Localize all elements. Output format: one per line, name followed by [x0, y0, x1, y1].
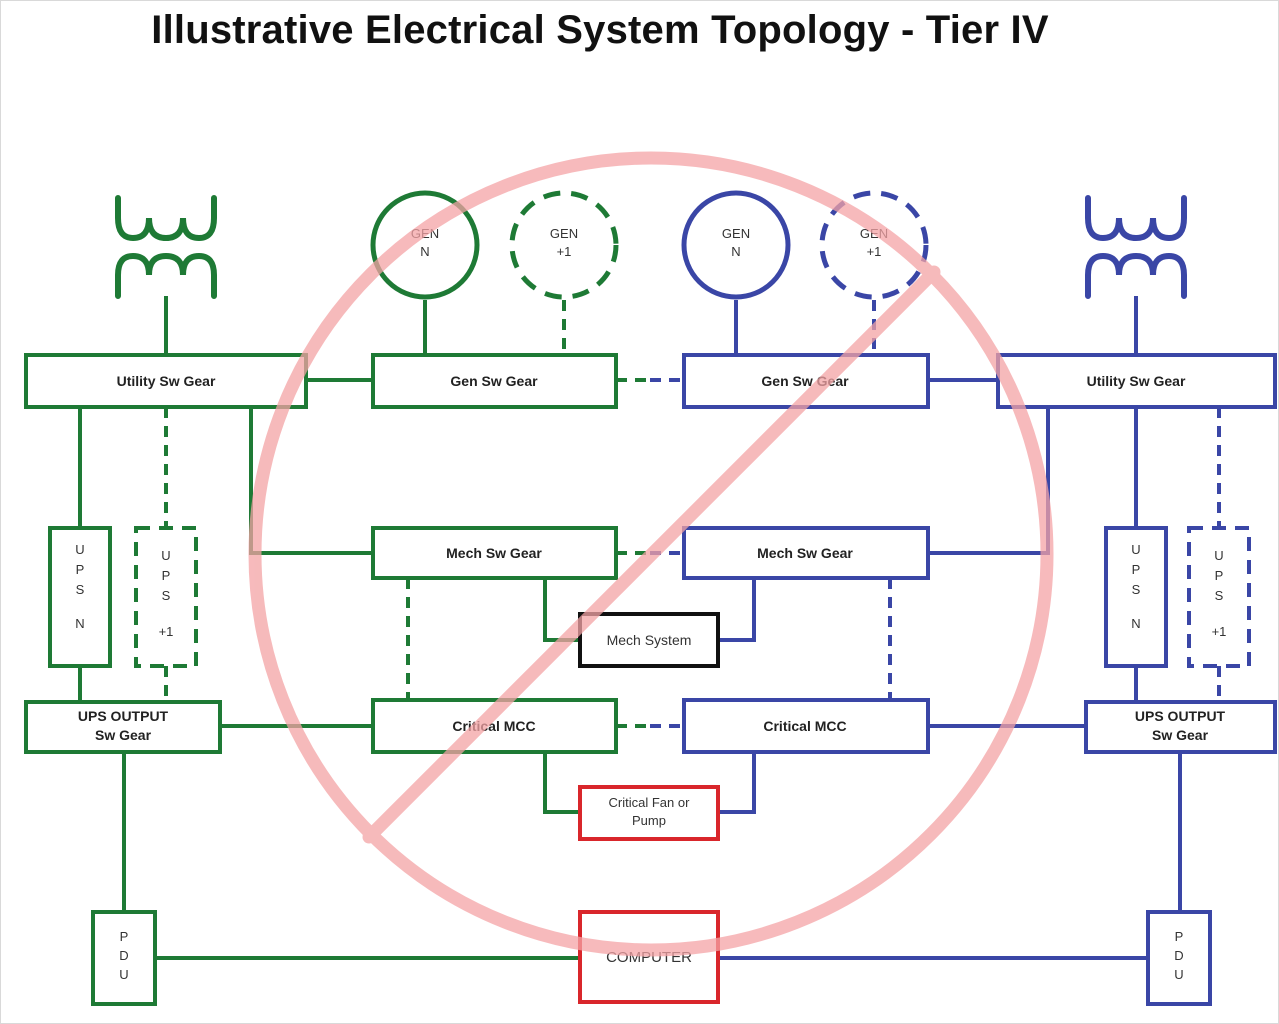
- generator-b-n: GEN N: [681, 190, 791, 300]
- critical-fan-or-pump: Critical Fan or Pump: [578, 785, 720, 841]
- side-b-wires: [718, 296, 1182, 960]
- ups-b-n: U P S N: [1104, 526, 1168, 668]
- side-a-wires: [78, 296, 580, 960]
- gen-switchgear-a: Gen Sw Gear: [371, 353, 618, 409]
- pdu-letter: D: [1174, 948, 1183, 963]
- diagram-title: Illustrative Electrical System Topology …: [151, 8, 1049, 52]
- ups-letter: U: [1131, 542, 1140, 557]
- generator-capacity: N: [420, 244, 429, 259]
- utility-switchgear-a: Utility Sw Gear: [24, 353, 308, 409]
- node-label: Pump: [632, 813, 666, 828]
- node-label: Gen Sw Gear: [450, 373, 538, 389]
- node-label: Mech Sw Gear: [446, 545, 542, 561]
- generator-label: GEN: [722, 226, 750, 241]
- node-label: UPS OUTPUT: [1135, 708, 1226, 724]
- node-label: Mech System: [607, 632, 692, 648]
- ups-letter: U: [161, 548, 170, 563]
- generator-capacity: +1: [867, 244, 882, 259]
- utility-switchgear-b: Utility Sw Gear: [996, 353, 1277, 409]
- ups-letter: S: [1215, 588, 1224, 603]
- node-label: Critical MCC: [763, 718, 846, 734]
- ups-b-plus1: U P S +1: [1187, 526, 1251, 668]
- pdu-a: P D U: [91, 910, 157, 1006]
- computer: COMPUTER: [578, 910, 720, 1004]
- ups-letter: S: [162, 588, 171, 603]
- pdu-letter: U: [119, 967, 128, 982]
- node-label: Utility Sw Gear: [117, 373, 216, 389]
- ups-letter: P: [1132, 562, 1141, 577]
- critical-mcc-b: Critical MCC: [682, 698, 930, 754]
- ups-output-switchgear-b: UPS OUTPUT Sw Gear: [1084, 700, 1277, 754]
- ups-letter: S: [76, 582, 85, 597]
- pdu-letter: P: [1175, 929, 1184, 944]
- ups-letter: P: [1215, 568, 1224, 583]
- ups-capacity: +1: [159, 624, 174, 639]
- node-label: Mech Sw Gear: [757, 545, 853, 561]
- pdu-letter: P: [120, 929, 129, 944]
- pdu-b: P D U: [1146, 910, 1212, 1006]
- ups-letter: U: [75, 542, 84, 557]
- node-label: Sw Gear: [95, 727, 152, 743]
- generator-capacity: +1: [557, 244, 572, 259]
- generator-capacity: N: [731, 244, 740, 259]
- ups-a-n: U P S N: [48, 526, 112, 668]
- ups-a-plus1: U P S +1: [134, 526, 198, 668]
- mech-switchgear-b: Mech Sw Gear: [682, 526, 930, 580]
- pdu-letter: D: [119, 948, 128, 963]
- mech-system: Mech System: [578, 612, 720, 668]
- transformer-icon: [115, 195, 217, 299]
- ups-letter: P: [162, 568, 171, 583]
- generator-a-plus1: GEN +1: [509, 190, 619, 300]
- ups-capacity: N: [75, 616, 84, 631]
- node-label: Sw Gear: [1152, 727, 1209, 743]
- transformer-icon: [1085, 195, 1187, 299]
- ups-letter: S: [1132, 582, 1141, 597]
- mech-switchgear-a: Mech Sw Gear: [371, 526, 618, 580]
- ups-capacity: N: [1131, 616, 1140, 631]
- node-label: Utility Sw Gear: [1087, 373, 1186, 389]
- node-label: Critical Fan or: [609, 795, 691, 810]
- node-label: UPS OUTPUT: [78, 708, 169, 724]
- pdu-letter: U: [1174, 967, 1183, 982]
- ups-letter: P: [76, 562, 85, 577]
- prohibition-icon: [248, 151, 1054, 957]
- ups-capacity: +1: [1212, 624, 1227, 639]
- generator-label: GEN: [550, 226, 578, 241]
- ups-output-switchgear-a: UPS OUTPUT Sw Gear: [24, 700, 222, 754]
- ups-letter: U: [1214, 548, 1223, 563]
